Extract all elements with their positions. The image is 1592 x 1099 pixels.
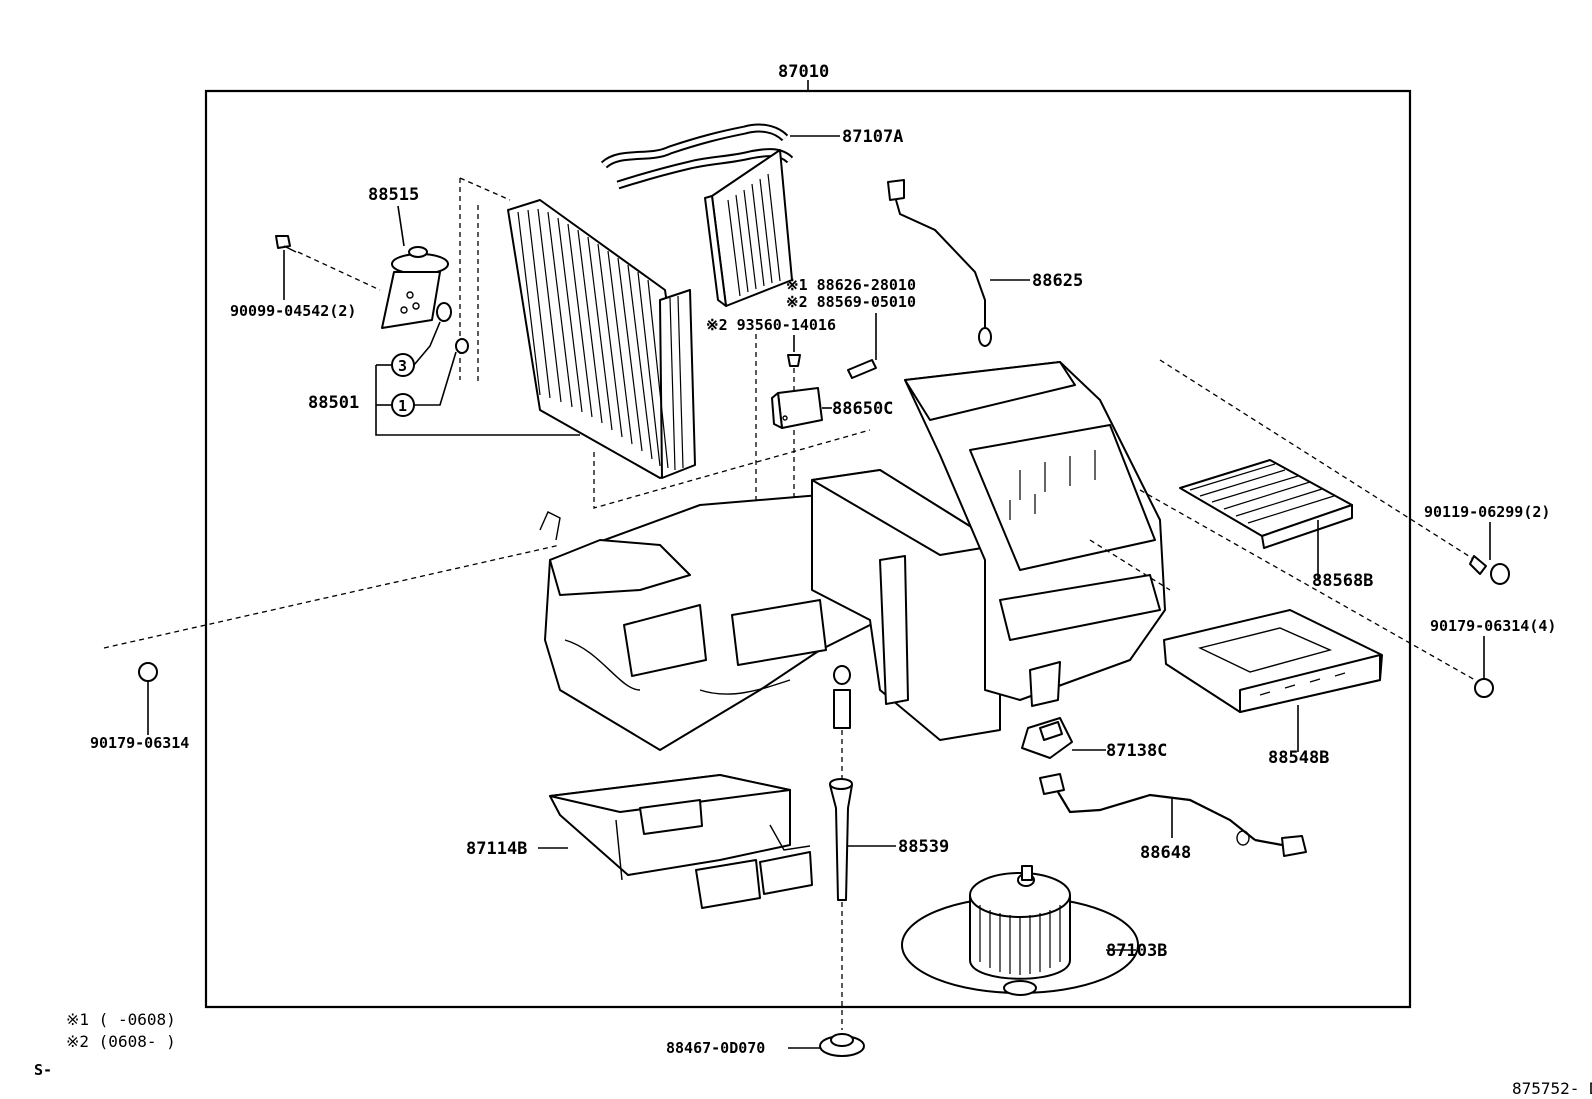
note-1: ※1 ( -0608) bbox=[66, 1010, 176, 1029]
drawing-code: 875752- D bbox=[1512, 1079, 1592, 1098]
label-87107A[interactable]: 87107A bbox=[842, 127, 903, 147]
screw-93560[interactable] bbox=[787, 354, 801, 367]
resistor-88650C[interactable] bbox=[771, 387, 823, 429]
label-88625[interactable]: 88625 bbox=[1032, 271, 1083, 291]
svg-text:1: 1 bbox=[398, 397, 407, 415]
sensor-88625[interactable] bbox=[887, 179, 992, 347]
grommet-88467[interactable] bbox=[819, 1033, 865, 1057]
label-90179-4[interactable]: 90179-06314(4) bbox=[1430, 617, 1556, 635]
label-88568B[interactable]: 88568B bbox=[1312, 571, 1373, 591]
label-88467[interactable]: 88467-0D070 bbox=[666, 1039, 765, 1057]
label-88501[interactable]: 88501 bbox=[308, 393, 359, 413]
label-90099[interactable]: 90099-04542(2) bbox=[230, 302, 356, 320]
evaporator-dash-lines bbox=[459, 177, 871, 509]
expansion-valve[interactable] bbox=[381, 246, 449, 329]
label-88515[interactable]: 88515 bbox=[368, 185, 419, 205]
label-88648[interactable]: 88648 bbox=[1140, 843, 1191, 863]
heater-core[interactable] bbox=[600, 123, 794, 307]
label-87103B[interactable]: 87103B bbox=[1106, 941, 1167, 961]
relay-87138C[interactable] bbox=[1021, 717, 1073, 759]
leaders-88501 bbox=[375, 321, 580, 436]
o-rings[interactable] bbox=[436, 302, 469, 354]
aspirator-88539[interactable] bbox=[829, 665, 853, 901]
circle-3[interactable]: 3 bbox=[391, 353, 415, 377]
leader-88515 bbox=[397, 205, 405, 247]
bolt-90099[interactable] bbox=[275, 235, 297, 253]
label-88569[interactable]: ※2 88569-05010 bbox=[786, 293, 916, 311]
blower-motor-87103B[interactable] bbox=[901, 865, 1139, 996]
harness-88648[interactable] bbox=[1039, 773, 1307, 857]
label-87138C[interactable]: 87138C bbox=[1106, 741, 1167, 761]
label-88548B[interactable]: 88548B bbox=[1268, 748, 1329, 768]
label-90119[interactable]: 90119-06299(2) bbox=[1424, 503, 1550, 521]
filter-88568B[interactable] bbox=[1179, 459, 1353, 549]
screw-90179[interactable] bbox=[138, 662, 158, 682]
label-88539[interactable]: 88539 bbox=[898, 837, 949, 857]
evaporator[interactable] bbox=[507, 199, 696, 479]
assembly-label[interactable]: 87010 bbox=[778, 62, 829, 82]
label-88626[interactable]: ※1 88626-28010 bbox=[786, 276, 916, 294]
screw-90179-4[interactable] bbox=[1474, 678, 1494, 698]
assembly-frame bbox=[204, 80, 1412, 1009]
prefix-label: S- bbox=[34, 1061, 52, 1079]
svg-text:3: 3 bbox=[398, 357, 407, 375]
sensor-clip[interactable] bbox=[847, 359, 877, 379]
heater-housing[interactable] bbox=[539, 361, 1166, 751]
label-87114B[interactable]: 87114B bbox=[466, 839, 527, 859]
label-88650C[interactable]: 88650C bbox=[832, 399, 893, 419]
bolt-dash bbox=[297, 251, 381, 291]
servo-88548B[interactable] bbox=[1163, 609, 1383, 713]
screw-90119[interactable] bbox=[1469, 555, 1510, 585]
circle-1[interactable]: 1 bbox=[391, 393, 415, 417]
note-2: ※2 (0608- ) bbox=[66, 1032, 176, 1051]
label-93560[interactable]: ※2 93560-14016 bbox=[706, 316, 836, 334]
duct-87114B[interactable] bbox=[549, 774, 813, 909]
label-90179[interactable]: 90179-06314 bbox=[90, 734, 189, 752]
housing-dash-lines bbox=[103, 359, 1476, 681]
